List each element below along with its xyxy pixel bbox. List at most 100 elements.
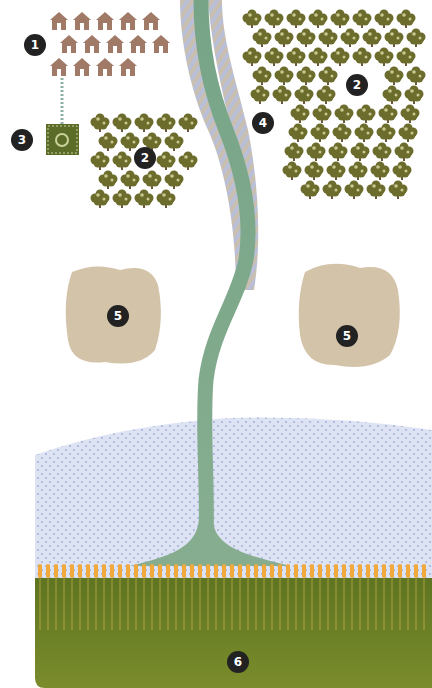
- tree: [349, 162, 368, 181]
- tree: [275, 29, 294, 48]
- tree: [179, 152, 198, 171]
- tree: [395, 143, 414, 162]
- tree: [307, 143, 326, 162]
- tree: [345, 181, 364, 200]
- house-door: [126, 69, 130, 76]
- house-door: [126, 23, 130, 30]
- house-door: [57, 69, 61, 76]
- tree: [275, 67, 294, 86]
- tree: [331, 10, 350, 29]
- tree: [165, 171, 184, 190]
- tree: [311, 124, 330, 143]
- house-door: [149, 23, 153, 30]
- house: [119, 58, 137, 76]
- tree: [287, 48, 306, 67]
- house-door: [80, 23, 84, 30]
- tree: [285, 143, 304, 162]
- tree: [357, 105, 376, 124]
- wetland-ground: [35, 578, 432, 688]
- tree: [113, 152, 132, 171]
- tree: [143, 171, 162, 190]
- tree: [99, 171, 118, 190]
- tree: [253, 67, 272, 86]
- tree: [351, 143, 370, 162]
- tree: [243, 10, 262, 29]
- house: [96, 12, 114, 30]
- tree: [397, 10, 416, 29]
- tree: [371, 162, 390, 181]
- tree: [379, 105, 398, 124]
- tree: [407, 67, 426, 86]
- callout-number: 1: [24, 34, 46, 56]
- tree: [295, 86, 314, 105]
- house-door: [103, 23, 107, 30]
- tree: [323, 181, 342, 200]
- tree: [113, 190, 132, 209]
- callout-number: 3: [11, 129, 33, 151]
- tree: [319, 29, 338, 48]
- tree: [375, 48, 394, 67]
- house: [119, 12, 137, 30]
- tree: [135, 190, 154, 209]
- callout-number: 5: [107, 305, 129, 327]
- tree: [273, 86, 292, 105]
- tree: [333, 124, 352, 143]
- tree: [353, 10, 372, 29]
- tree: [91, 152, 110, 171]
- house: [96, 58, 114, 76]
- house: [50, 12, 68, 30]
- sewer-pipe: [61, 78, 64, 124]
- house-door: [159, 46, 163, 53]
- tree: [319, 67, 338, 86]
- house: [106, 35, 124, 53]
- reeds: [38, 564, 426, 630]
- house: [73, 58, 91, 76]
- tree: [121, 133, 140, 152]
- tree: [375, 10, 394, 29]
- tree: [157, 190, 176, 209]
- tree: [317, 86, 336, 105]
- callout-number: 2: [134, 147, 156, 169]
- tree: [289, 124, 308, 143]
- tree: [251, 86, 270, 105]
- tree: [157, 114, 176, 133]
- tree: [99, 133, 118, 152]
- house: [129, 35, 147, 53]
- bare-soil: [66, 266, 161, 363]
- tree: [287, 10, 306, 29]
- house-door: [57, 23, 61, 30]
- callout-number: 2: [346, 74, 368, 96]
- lake: [35, 418, 432, 581]
- tree: [157, 152, 176, 171]
- callout-number: 6: [227, 651, 249, 673]
- tree: [91, 114, 110, 133]
- house: [60, 35, 78, 53]
- tree: [399, 124, 418, 143]
- tree: [165, 133, 184, 152]
- tree: [297, 67, 316, 86]
- house-door: [67, 46, 71, 53]
- house: [50, 58, 68, 76]
- tree: [331, 48, 350, 67]
- treatment-plant: [46, 124, 79, 155]
- tree: [305, 162, 324, 181]
- house-door: [80, 69, 84, 76]
- house: [152, 35, 170, 53]
- tree: [291, 105, 310, 124]
- tree: [385, 29, 404, 48]
- tree: [309, 48, 328, 67]
- tree: [113, 114, 132, 133]
- tree: [385, 67, 404, 86]
- tree: [309, 10, 328, 29]
- tree: [373, 143, 392, 162]
- tree: [91, 190, 110, 209]
- house: [83, 35, 101, 53]
- tree: [335, 105, 354, 124]
- tree: [297, 29, 316, 48]
- tree: [397, 48, 416, 67]
- tree: [265, 48, 284, 67]
- house: [73, 12, 91, 30]
- house: [142, 12, 160, 30]
